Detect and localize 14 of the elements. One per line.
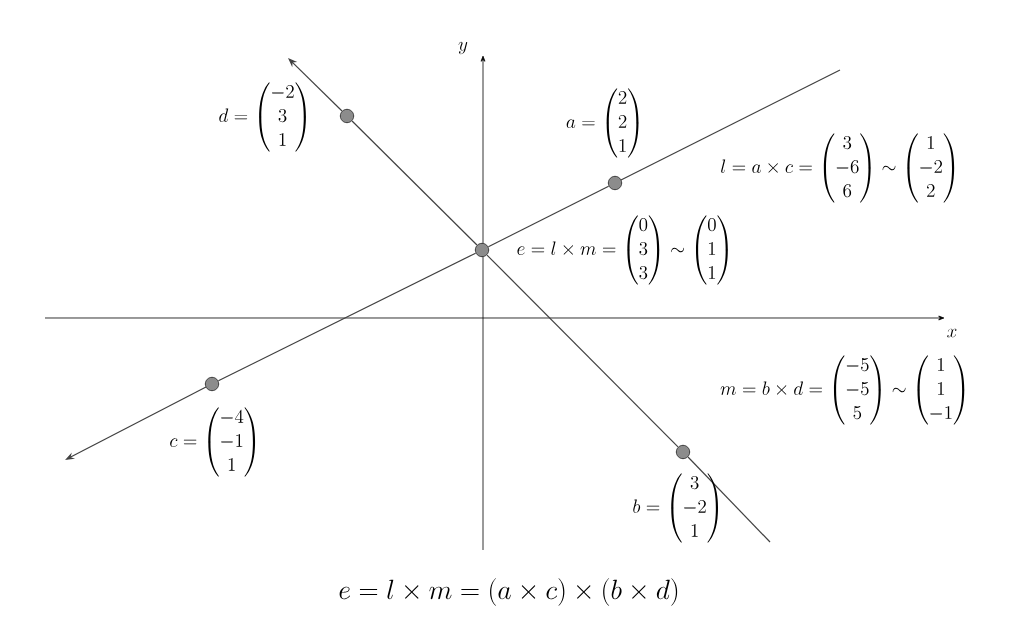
point-label: $e = l \times m = \begin{pmatrix}0\\3\\3\end{pmatrix} \sim \begin{pmatrix}0\\1\\1\end{pmatrix}$: [517, 215, 728, 285]
line-segment: [486, 254, 679, 448]
axis-label: $y$: [458, 41, 468, 55]
caption: $e = l \times m = (a \times c) \times (b \times d)$: [339, 578, 678, 606]
point-label: $a = \begin{pmatrix}2\\2\\1\end{pmatrix}$: [566, 88, 639, 158]
line-segment: [217, 252, 477, 382]
point-label: $d = \begin{pmatrix}-2\\3\\1\end{pmatrix}$: [219, 82, 306, 152]
line-formula: $m = b \times d = \begin{pmatrix}-5\\-5\\5\end{pmatrix} \sim \begin{pmatrix}1\\1\\-1\end{pmatrix}$: [720, 355, 965, 425]
axis-label: $x$: [947, 328, 957, 338]
line-segment: [351, 120, 478, 246]
line-segment: [487, 185, 610, 248]
point-label: $c = \begin{pmatrix}-4\\-1\\1\end{pmatrix}$: [170, 407, 256, 477]
point-label: $b = \begin{pmatrix}3\\-2\\1\end{pmatrix}$: [633, 473, 718, 543]
line-formula: $l = a \times c = \begin{pmatrix}3\\-6\\6\end{pmatrix} \sim \begin{pmatrix}1\\-2\\2\end{pmatrix}$: [721, 133, 955, 203]
